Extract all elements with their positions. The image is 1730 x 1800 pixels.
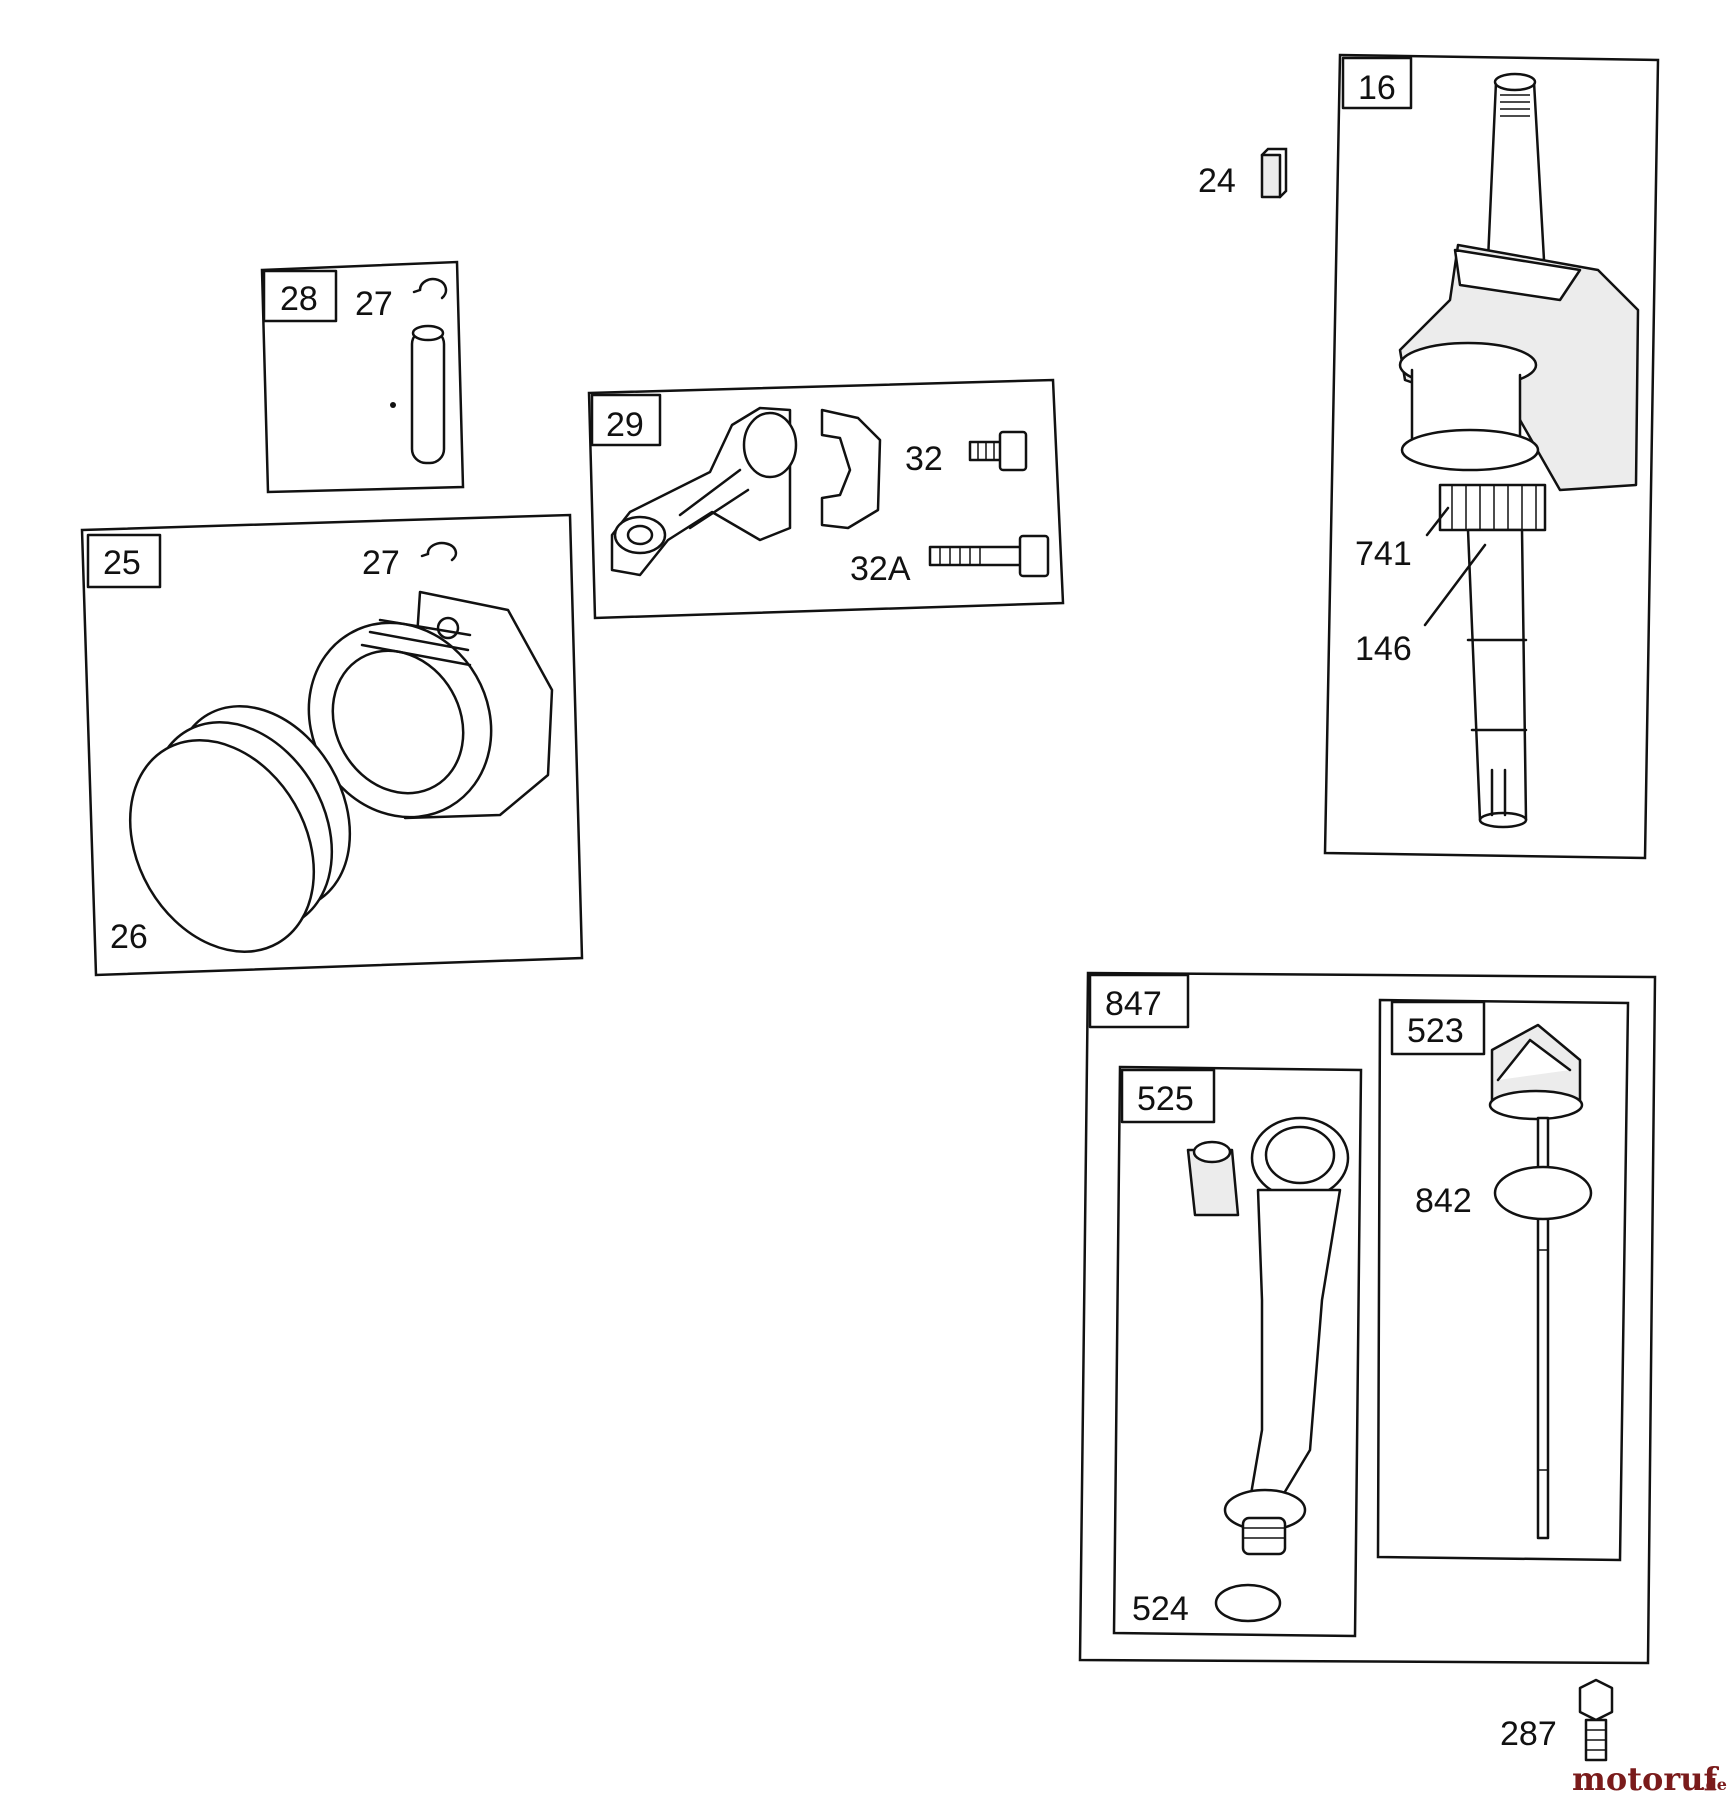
piston-rings-26-icon [128, 705, 352, 953]
crankshaft-icon [1398, 72, 1640, 829]
o-ring-524-icon [1214, 1583, 1282, 1623]
dipstick-icon [1488, 1023, 1584, 1540]
oil-fill-tube-icon [1186, 1116, 1350, 1556]
part-24-key: 24 [1198, 147, 1288, 200]
group-29-connecting-rod: 29 32 32A [587, 378, 1065, 620]
rod-bolt-32-icon [968, 430, 1028, 472]
group-525-label: 525 [1137, 1080, 1194, 1118]
group-847-number-box [1088, 973, 1190, 1029]
group-16-number-box [1341, 56, 1413, 110]
flywheel-key-icon [1260, 147, 1288, 199]
part-27-label-piston: 27 [362, 544, 400, 582]
retaining-ring-27-top-icon [412, 277, 448, 300]
watermark-logo: motoruf .de [1572, 1760, 1727, 1798]
group-16-label: 16 [1358, 69, 1396, 107]
part-741-label: 741 [1355, 535, 1412, 573]
rod-bolt-32a-icon [928, 534, 1050, 578]
group-523-dipstick: 523 842 [1376, 998, 1630, 1562]
piston-pin-icon [410, 324, 446, 465]
part-842-label: 842 [1415, 1182, 1472, 1220]
group-28-piston-pin: 28 27 [260, 260, 465, 494]
group-28-label: 28 [280, 280, 318, 318]
group-847-label: 847 [1105, 985, 1162, 1023]
group-523-label: 523 [1407, 1012, 1464, 1050]
group-29-label: 29 [606, 406, 644, 444]
connecting-rod-icon [610, 406, 882, 577]
part-287-bolt: 287 [1500, 1678, 1614, 1762]
group-25-label: 25 [103, 544, 141, 582]
group-847-dipstick-tube: 847 525 524 523 [1078, 971, 1657, 1665]
group-29-number-box [590, 393, 662, 447]
part-32-label: 32 [905, 440, 943, 478]
group-525-number-box [1120, 1068, 1216, 1124]
group-523-number-box [1390, 1000, 1486, 1056]
part-27-label-top: 27 [355, 285, 393, 323]
watermark-brand: motoruf [1572, 1760, 1719, 1798]
leader-741 [1425, 506, 1450, 537]
group-25-number-box [86, 533, 162, 589]
group-28-number-box [262, 269, 338, 323]
leader-146 [1423, 543, 1487, 627]
part-24-label: 24 [1198, 162, 1236, 200]
group-16-crankshaft: 16 741 146 [1323, 53, 1660, 860]
part-32a-label: 32A [850, 550, 911, 588]
group-525-oil-fill-tube: 525 524 [1112, 1065, 1363, 1638]
part-146-label: 146 [1355, 630, 1412, 668]
part-287-label: 287 [1500, 1715, 1557, 1753]
bolt-287-icon [1578, 1678, 1614, 1762]
group-25-piston-assembly: 25 27 26 [80, 513, 584, 977]
retaining-ring-27-piston-icon [420, 541, 458, 562]
part-524-label: 524 [1132, 1590, 1189, 1628]
watermark-tld: .de [1700, 1775, 1727, 1794]
part-26-label: 26 [110, 918, 148, 956]
dipstick-seal-842-icon [1493, 1165, 1593, 1221]
